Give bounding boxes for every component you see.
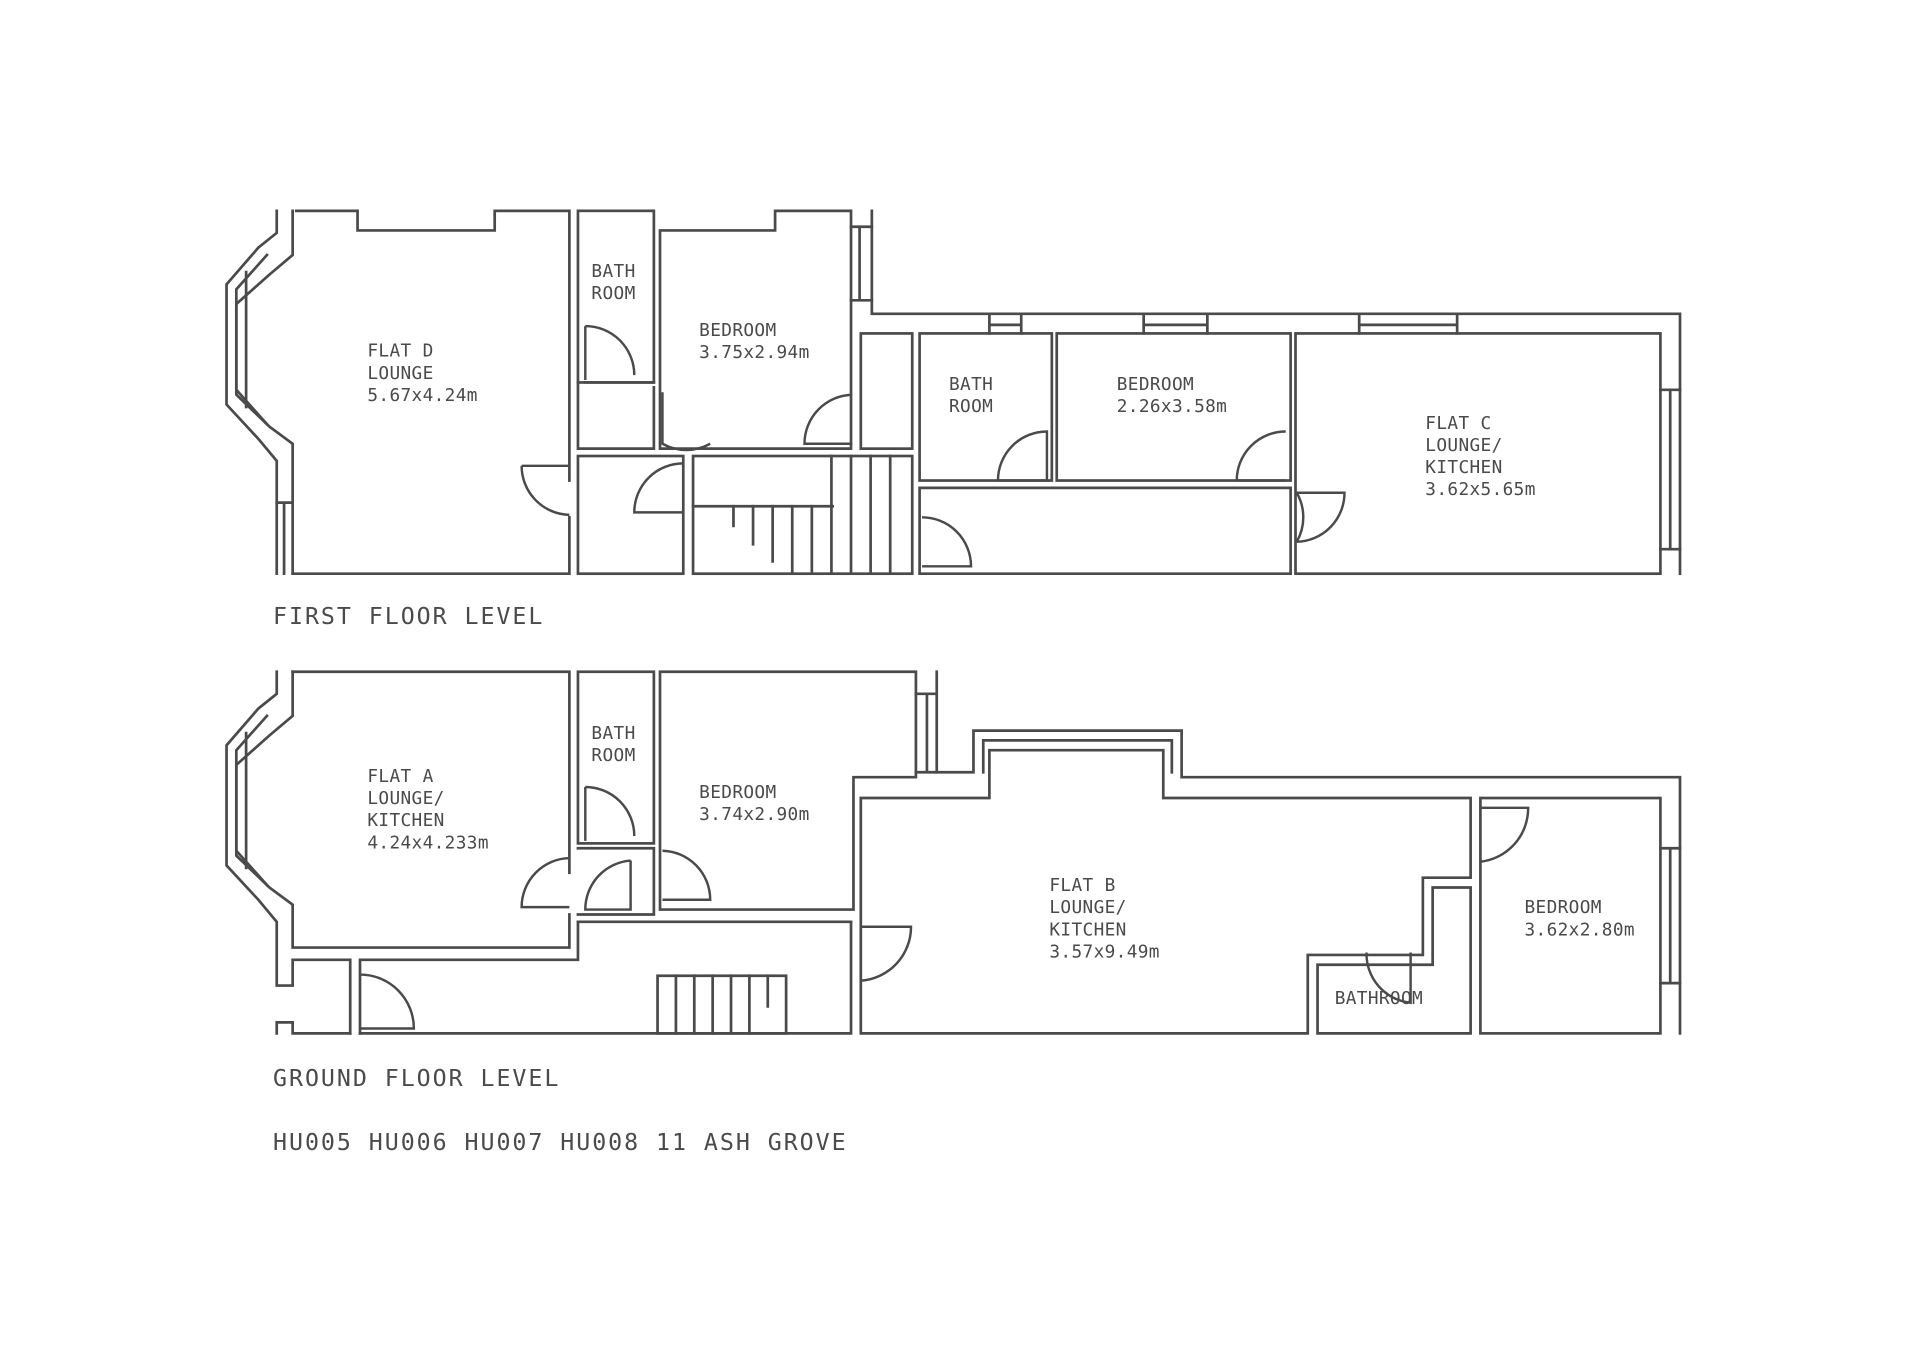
first-floor-hall-walls [576, 454, 914, 576]
room-label-flat-b: FLAT B LOUNGE/ KITCHEN 3.57x9.49m [1049, 876, 1159, 962]
room-label-bathroom-3: BATH ROOM [591, 724, 646, 766]
bathroom-1-walls [576, 209, 656, 451]
first-floor-plan [225, 209, 1682, 576]
flat-b-walls [859, 729, 1682, 1035]
room-label-bedroom-3: BEDROOM 3.74x2.90m [699, 783, 809, 825]
first-floor-level-title: FIRST FLOOR LEVEL [273, 603, 544, 630]
room-label-bedroom-1: BEDROOM 3.75x2.94m [699, 321, 809, 363]
ground-floor-plan [225, 670, 1682, 1035]
property-reference-title: HU005 HU006 HU007 HU008 11 ASH GROVE [273, 1129, 848, 1156]
bedroom-3-walls [658, 670, 939, 911]
room-label-flat-a: FLAT A LOUNGE/ KITCHEN 4.24x4.233m [367, 767, 489, 853]
room-label-bathroom-1: BATH ROOM [591, 262, 646, 304]
bathroom-3-walls [576, 670, 853, 924]
room-label-flat-c: FLAT C LOUNGE/ KITCHEN 3.62x5.65m [1425, 414, 1535, 500]
room-label-bedroom-2: BEDROOM 2.26x3.58m [1117, 375, 1227, 417]
flat-a-walls [225, 670, 580, 1035]
room-label-bathroom-4: BATHROOM [1335, 989, 1423, 1009]
ground-hall-walls [358, 920, 853, 1035]
room-label-bedroom-4: BEDROOM 3.62x2.80m [1524, 898, 1634, 940]
cupboard-strip [859, 332, 914, 451]
flat-d-lounge-walls [225, 209, 571, 576]
bedroom-1-walls [658, 209, 1682, 576]
room-label-flat-d: FLAT D LOUNGE 5.67x4.24m [367, 342, 477, 406]
drawing-titles: FIRST FLOOR LEVEL GROUND FLOOR LEVEL HU0… [273, 603, 848, 1156]
room-labels: FLAT D LOUNGE 5.67x4.24m BATH ROOM BEDRO… [367, 262, 1634, 1009]
ground-floor-level-title: GROUND FLOOR LEVEL [273, 1065, 560, 1092]
flat-c-walls [918, 312, 1682, 576]
room-label-bathroom-2: BATH ROOM [949, 375, 1004, 417]
